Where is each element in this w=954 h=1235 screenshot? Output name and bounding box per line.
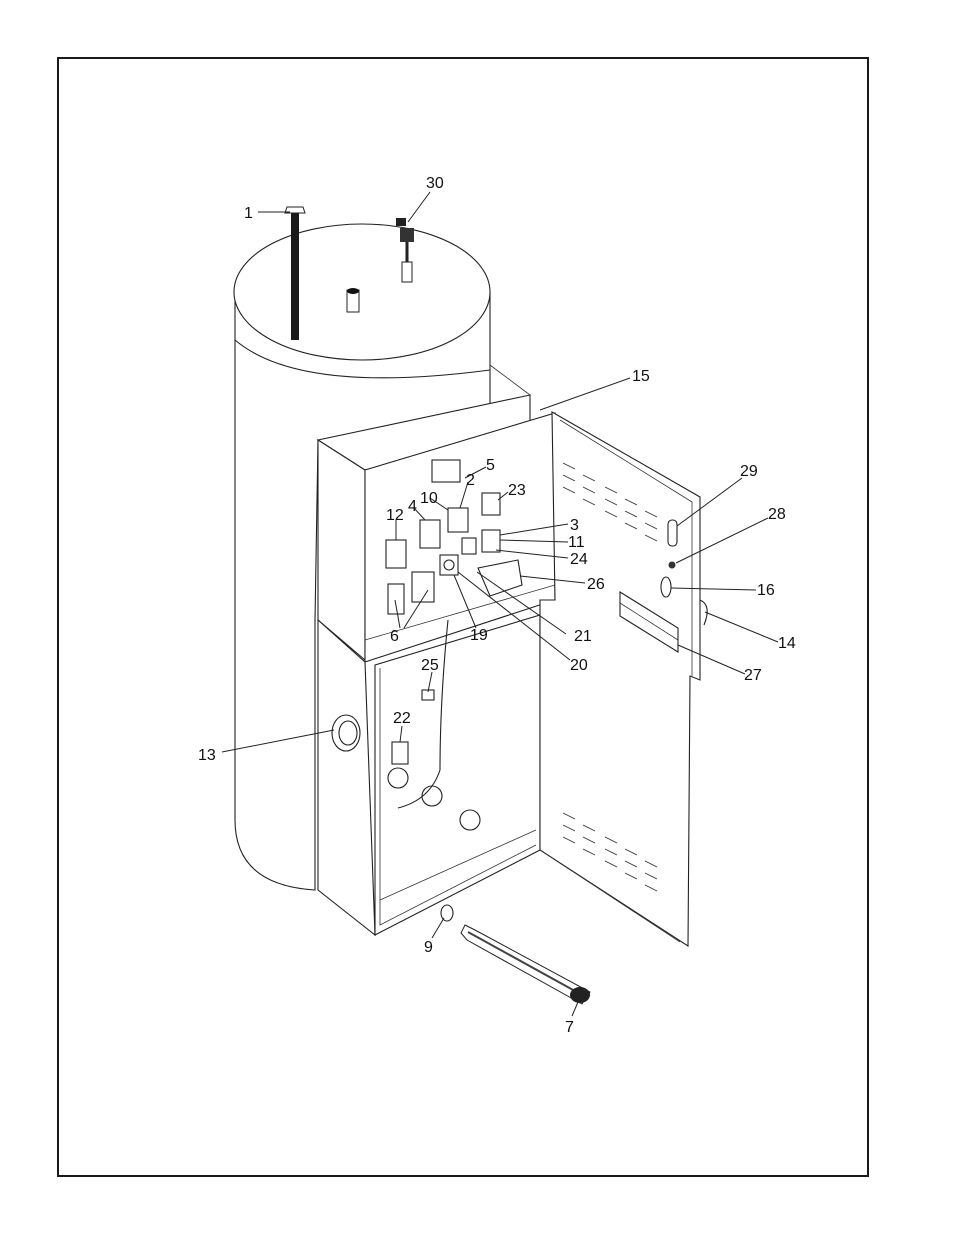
callout-25: 25: [421, 657, 439, 674]
callout-30: 30: [426, 175, 444, 192]
callout-7: 7: [565, 1019, 574, 1036]
callout-27: 27: [744, 667, 762, 684]
callout-1: 1: [244, 205, 253, 222]
callout-10: 10: [420, 490, 438, 507]
callout-24: 24: [570, 551, 588, 568]
callout-19: 19: [470, 627, 488, 644]
callout-15: 15: [632, 368, 650, 385]
cabinet: [318, 365, 555, 935]
callout-6: 6: [390, 628, 399, 645]
callout-3: 3: [570, 517, 579, 534]
callout-9: 9: [424, 939, 433, 956]
callout-5: 5: [486, 457, 495, 474]
drain-valve: [332, 715, 360, 751]
door: [540, 412, 707, 946]
callout-22: 22: [393, 710, 411, 727]
callout-16: 16: [757, 582, 775, 599]
callout-20: 20: [570, 657, 588, 674]
callout-26: 26: [587, 576, 605, 593]
callout-29: 29: [740, 463, 758, 480]
callout-14: 14: [778, 635, 796, 652]
callout-11: 11: [568, 534, 585, 551]
gasket: [441, 905, 453, 921]
callout-21: 21: [574, 628, 592, 645]
callout-2: 2: [466, 472, 475, 489]
callout-4: 4: [408, 498, 417, 515]
callout-13: 13: [198, 747, 216, 764]
heating-element: [461, 925, 590, 1004]
top-fitting: [347, 288, 359, 312]
callout-28: 28: [768, 506, 786, 523]
callout-12: 12: [386, 507, 404, 524]
callout-23: 23: [508, 482, 526, 499]
